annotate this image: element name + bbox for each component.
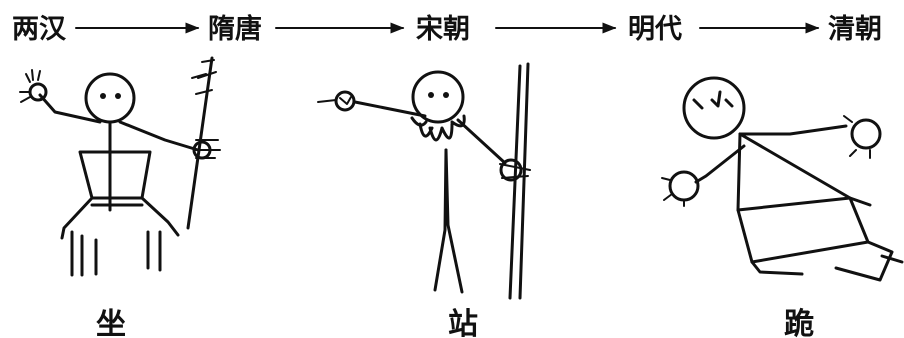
kneeling-figure: [662, 78, 902, 280]
dynasty-label: 隋唐: [208, 13, 262, 45]
pose-label-stand: 站: [448, 307, 478, 338]
pose-label-kneel: 跪: [784, 307, 814, 338]
sitting-figure: [20, 58, 220, 275]
dynasty-label: 明代: [628, 14, 682, 45]
dynasty-label: 两汉: [12, 14, 67, 45]
dynasty-label: 宋朝: [416, 14, 470, 45]
pose-label-sit: 坐: [96, 307, 126, 338]
standing-figure: [318, 64, 530, 298]
dynasty-label: 清朝: [828, 14, 882, 45]
